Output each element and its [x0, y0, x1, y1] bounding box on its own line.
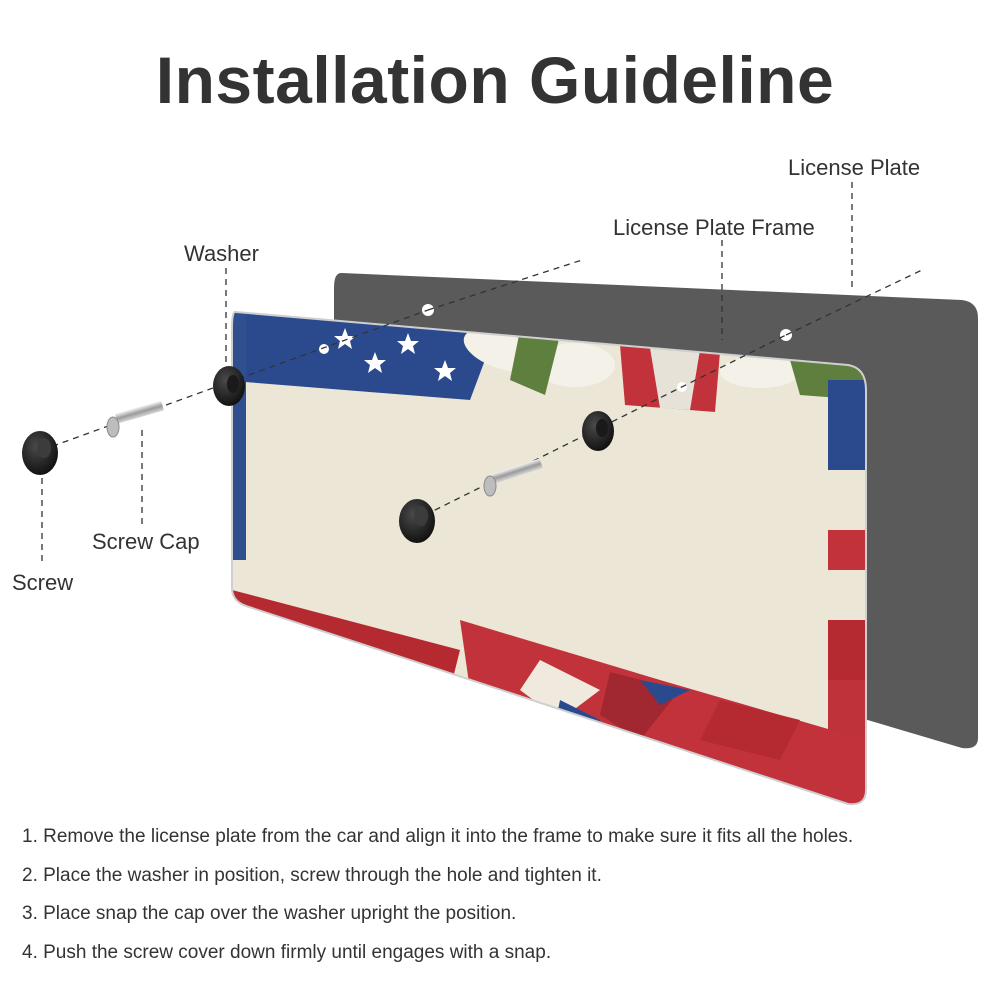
star-icon [364, 352, 386, 373]
instruction-step: 3. Place snap the cap over the washer up… [22, 903, 517, 924]
instruction-steps: 1. Remove the license plate from the car… [22, 818, 982, 972]
frame-hole [319, 344, 329, 354]
screw-cap-label: Screw Cap [92, 529, 200, 554]
instruction-step: 1. Remove the license plate from the car… [22, 826, 854, 847]
screw-cap [22, 431, 58, 475]
screw [106, 400, 164, 438]
assembly-guide-lines [41, 182, 923, 565]
license-plate-label: License Plate [788, 155, 921, 180]
washer [213, 366, 245, 406]
star-icon [434, 360, 456, 381]
instruction-step: 4. Push the screw cover down firmly unti… [22, 941, 552, 963]
washer [582, 411, 614, 451]
page-title: Installation Guideline [155, 43, 835, 117]
license-plate-frame-edge [231, 310, 867, 806]
washer-label: Washer [184, 241, 259, 266]
star-icon [397, 333, 419, 354]
license-plate-frame-label: License Plate Frame [613, 215, 815, 240]
instruction-step: 2. Place the washer in position, screw t… [22, 864, 602, 886]
license-plate-frame [232, 311, 866, 805]
screw-cap [399, 499, 435, 543]
star-icon [334, 328, 356, 349]
screw-label: Screw [12, 570, 74, 595]
screw [483, 458, 543, 497]
